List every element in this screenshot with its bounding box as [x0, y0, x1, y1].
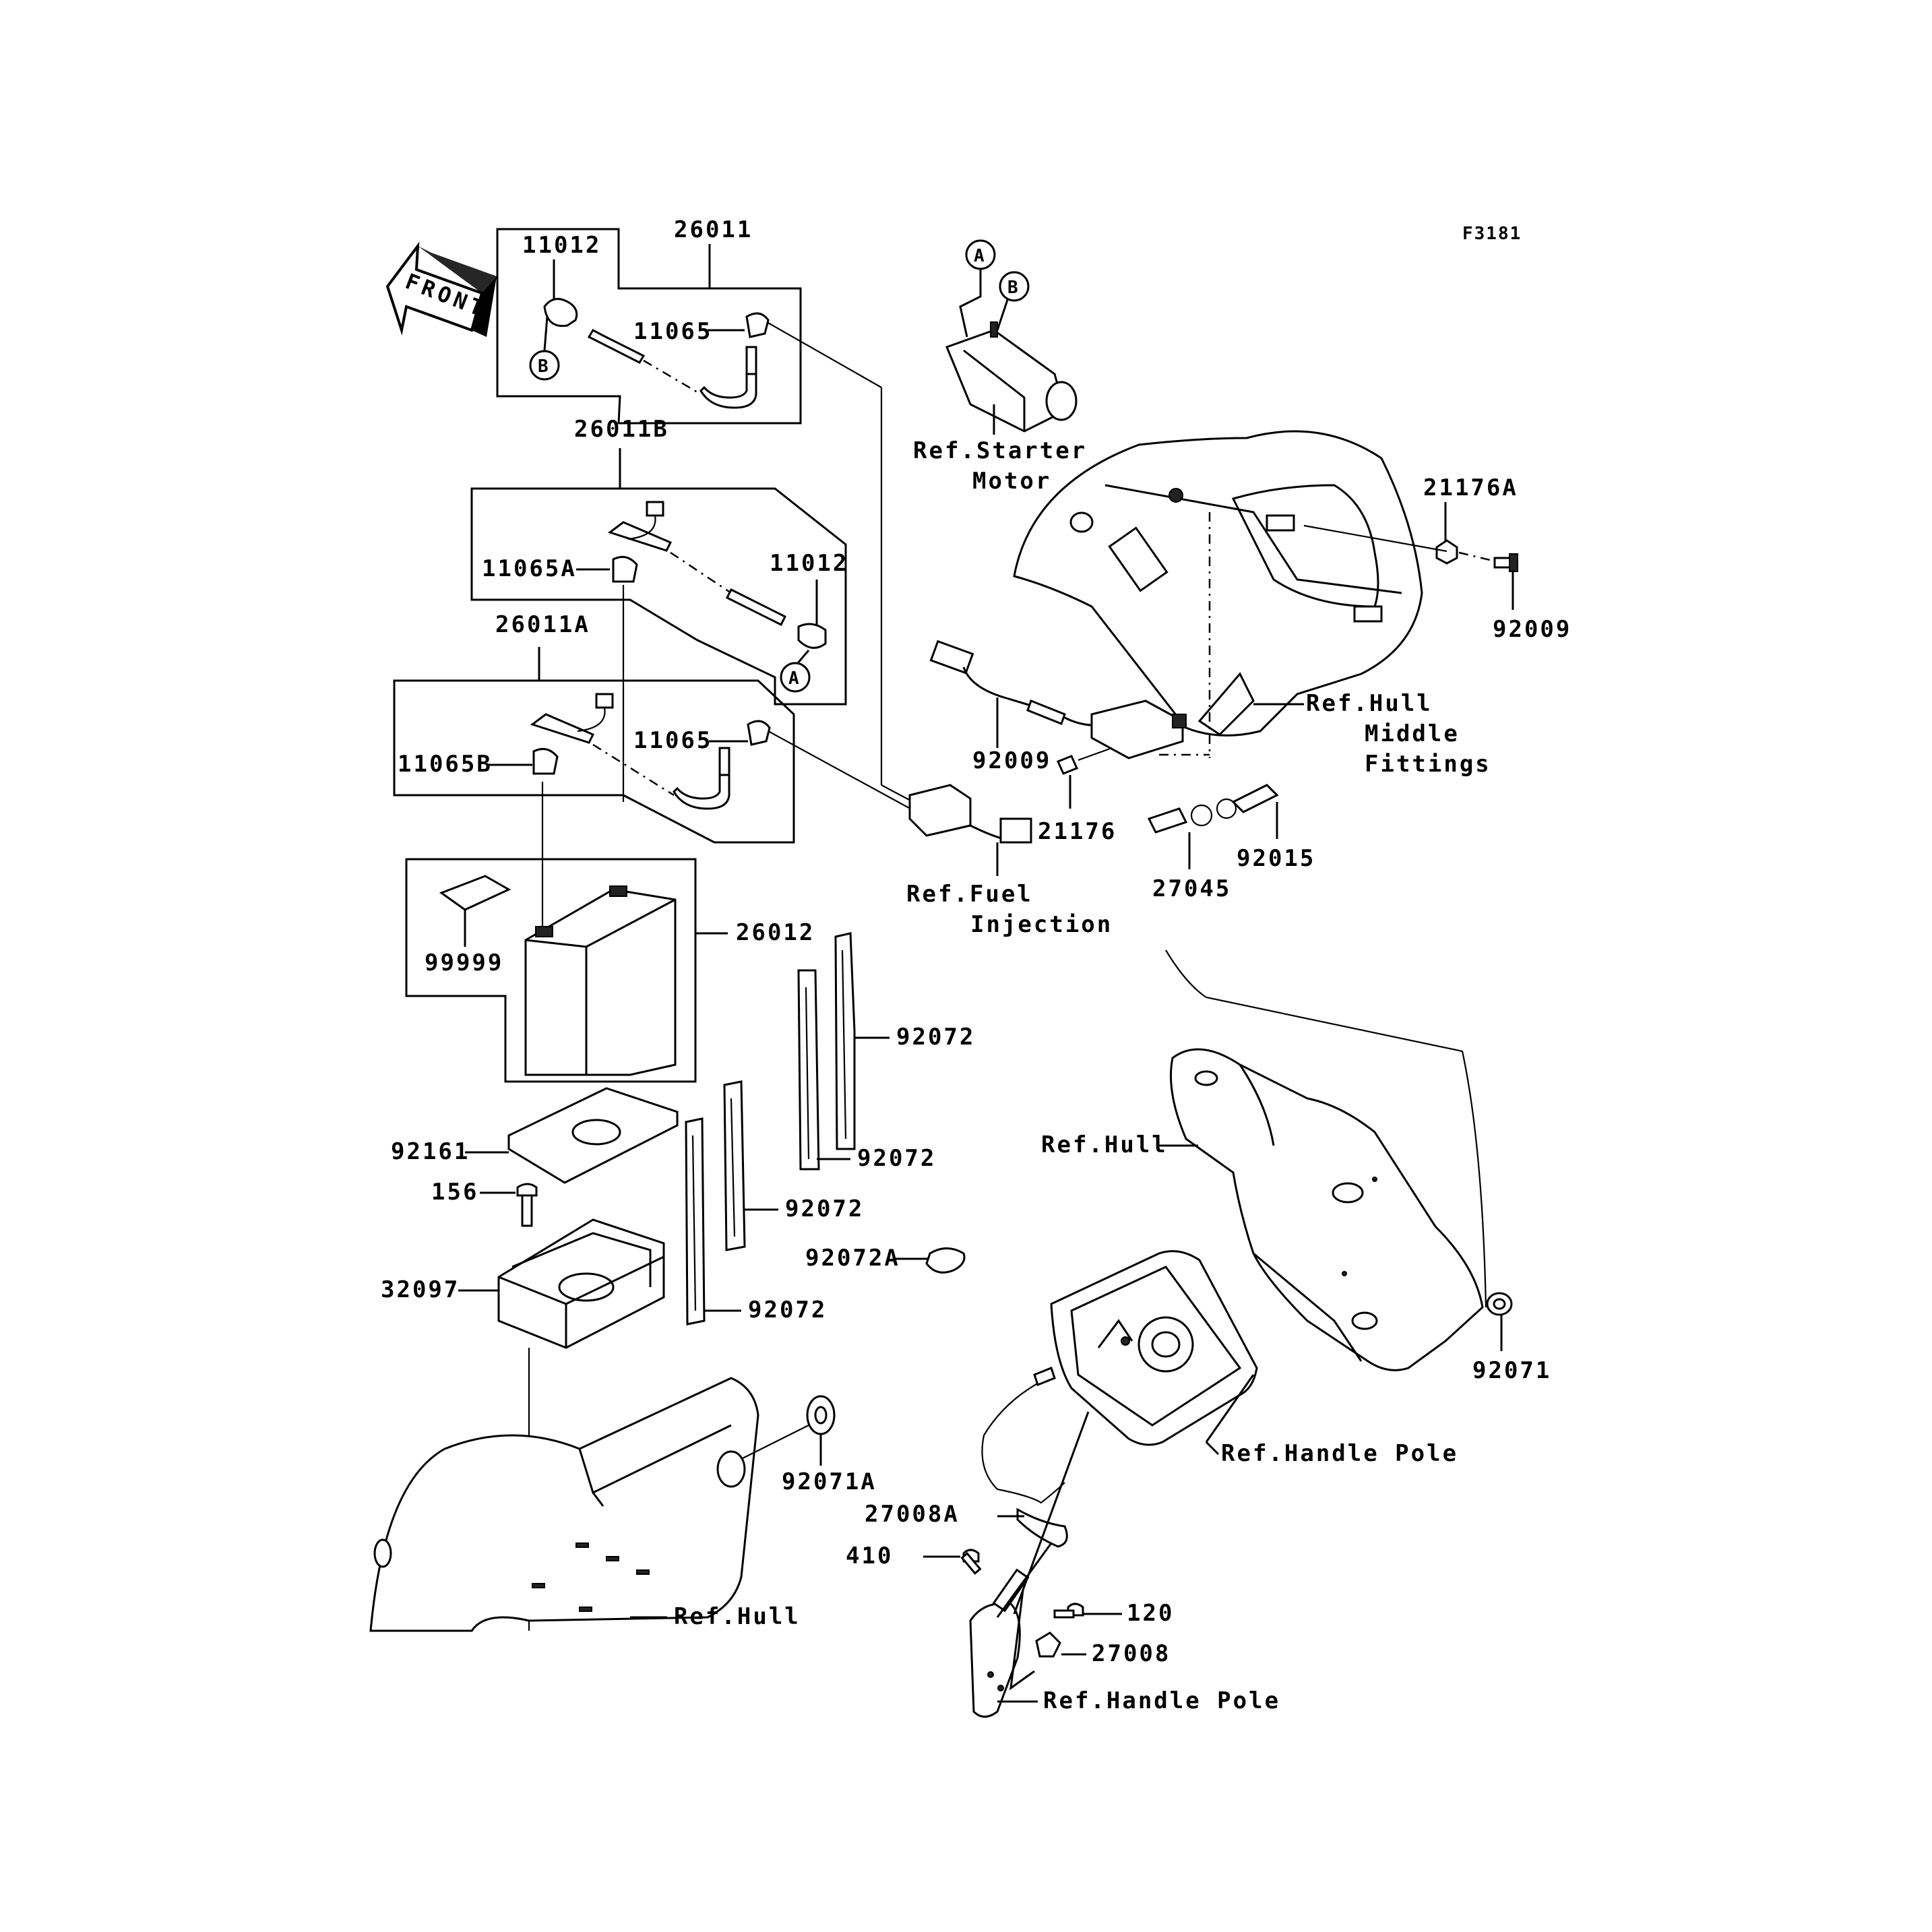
- marker-a-mid-label: A: [788, 668, 801, 689]
- callout-27045: 92009: [972, 747, 1051, 774]
- clamp-21176: [1035, 1631, 1061, 1658]
- screw-92009-left: [960, 1549, 982, 1575]
- callout-92015: 21176: [1038, 818, 1117, 845]
- strap-92072-c: [723, 1080, 746, 1251]
- fuel-injection-connector: [908, 784, 1032, 844]
- group-26011b-frame: [470, 487, 847, 706]
- marker-b-top-right: [999, 271, 1030, 302]
- callout-92071: 92071: [1472, 1357, 1551, 1384]
- callout-11065-lower: 11065: [633, 727, 712, 754]
- document-99999: [439, 875, 511, 911]
- marker-a-top: [965, 239, 996, 270]
- group-26011-frame: [496, 228, 802, 425]
- callout-92072a: 92072A: [805, 1245, 900, 1272]
- callout-410: 21176A: [1423, 474, 1518, 501]
- group-26012-frame: [405, 858, 697, 1083]
- callout-11065b: 11065B: [398, 751, 493, 778]
- callout-27008: 27045: [1152, 875, 1231, 902]
- group-26011a-frame: [393, 679, 795, 844]
- ref-starter-motor-2: Motor: [972, 468, 1051, 495]
- hull-middle-fittings: [1013, 430, 1423, 758]
- handle-pole-plate: [1050, 1250, 1258, 1446]
- ref-hull-right: Ref.Hull: [1041, 1131, 1168, 1158]
- callout-11065a: 11065A: [482, 555, 577, 582]
- callout-92009-right-label: 120: [1127, 1600, 1174, 1627]
- harness-27045: [929, 640, 1187, 759]
- key-27008: [1147, 804, 1213, 834]
- callout-11065-top: 11065: [633, 318, 712, 345]
- battery-26012: [524, 888, 677, 1076]
- strap-92072-d: [685, 1117, 706, 1326]
- ref-fuel-injection-1: Ref.Fuel: [906, 881, 1033, 908]
- callout-99999: 99999: [425, 949, 503, 976]
- battery-box-32097: [497, 1218, 665, 1349]
- callout-92072-2: 92072: [857, 1145, 936, 1172]
- callout-92072-3: 92072: [785, 1195, 864, 1222]
- callout-27008a: 92015: [1237, 845, 1315, 872]
- ref-hull-middle-1: Ref.Hull: [1306, 690, 1433, 717]
- front-arrow-icon: FRONT: [385, 241, 497, 337]
- ref-hull-middle-2: Middle: [1365, 720, 1460, 747]
- marker-b-top-label: B: [538, 356, 550, 377]
- ref-handle-pole-2: Ref.Handle Pole: [1043, 1687, 1280, 1714]
- ref-handle-pole-1: Ref.Handle Pole: [1221, 1440, 1458, 1467]
- marker-b-top: [529, 350, 560, 381]
- callout-156: 156: [431, 1179, 478, 1206]
- callout-11012-mid: 11012: [770, 550, 848, 577]
- callout-92009-left-label: 410: [846, 1543, 893, 1569]
- callout-32097: 32097: [381, 1276, 460, 1303]
- strap-92072-b: [797, 969, 820, 1171]
- key-27008a: [1216, 784, 1279, 819]
- cable-21176a: [981, 1381, 1065, 1504]
- callout-92161: 92161: [391, 1138, 470, 1165]
- callout-26011a: 26011A: [495, 611, 590, 638]
- bolt-156: [516, 1183, 538, 1227]
- strap-92072-a: [834, 932, 856, 1150]
- callout-11012-top: 11012: [522, 232, 601, 259]
- ref-hull-middle-3: Fittings: [1365, 751, 1491, 778]
- clip-92015: [1056, 755, 1079, 775]
- callout-21176-label: 27008: [1092, 1640, 1171, 1667]
- marker-b-top-right-label: B: [1007, 278, 1020, 298]
- marker-a-mid: [780, 662, 811, 693]
- battery-cap-11012-top: [543, 298, 578, 328]
- callout-92072-1: 92072: [896, 1024, 975, 1051]
- callout-26011b: 26011B: [574, 416, 669, 443]
- callout-92071a: 92071A: [782, 1468, 877, 1495]
- nut-410: [1435, 539, 1458, 565]
- screw-92009-right: [1053, 1602, 1084, 1619]
- callout-26011: 26011: [674, 216, 753, 243]
- marker-a-top-label: A: [974, 246, 986, 266]
- hull-right: [1165, 949, 1487, 1371]
- callout-92072-4: 92072: [748, 1297, 827, 1323]
- callout-21176a-text: 27008A: [865, 1501, 960, 1528]
- ref-fuel-injection-2: Injection: [970, 911, 1113, 938]
- callout-120: 92009: [1493, 616, 1571, 643]
- hull-bottom-left: [369, 1377, 759, 1632]
- handle-pole-lower: [969, 1543, 1053, 1718]
- ref-starter-motor-1: Ref.Starter: [913, 437, 1087, 464]
- ref-hull-bottom: Ref.Hull: [674, 1603, 801, 1630]
- callout-26012: 26012: [736, 919, 815, 946]
- starter-motor: [945, 321, 1078, 433]
- clip-92072a: [925, 1247, 966, 1274]
- bolt-120: [1493, 553, 1518, 572]
- figure-code: F3181: [1462, 224, 1522, 244]
